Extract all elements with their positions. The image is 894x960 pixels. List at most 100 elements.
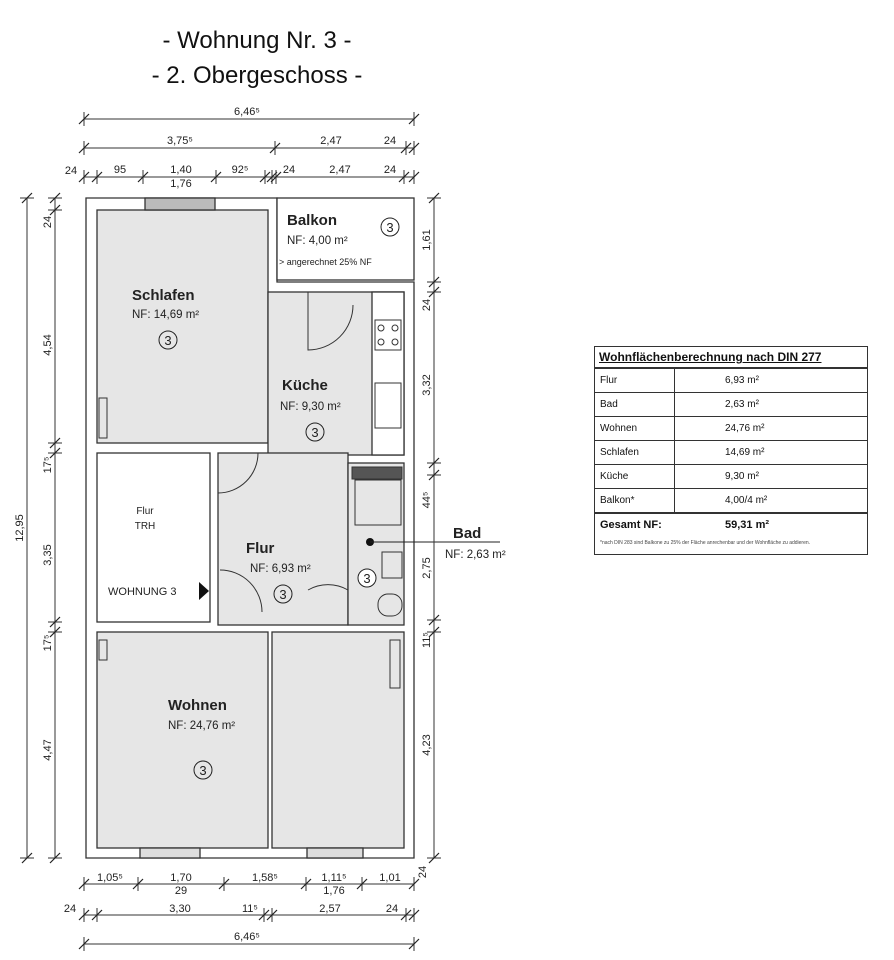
dimension-label: 95 (114, 164, 126, 176)
floor-subtitle: - 2. Obergeschoss - (152, 62, 363, 89)
svg-text:3: 3 (386, 220, 393, 235)
dimension-tick (259, 171, 271, 183)
dimension-tick (398, 171, 410, 183)
dimension-label: 1,61 (421, 229, 433, 250)
area-cell: 2,63 m² (725, 399, 759, 410)
dimension-label: 17⁵ (42, 635, 54, 652)
dimension-label: 6,46⁵ (234, 931, 260, 943)
room-note: > angerechnet 25% NF (279, 257, 372, 267)
dimension-tick (356, 878, 368, 890)
dimension-label: 2,47 (329, 164, 350, 176)
dimension-tick (49, 616, 61, 628)
dimension-tick (137, 171, 149, 183)
dimension-tick (49, 437, 61, 449)
unit-badge: 3 (357, 568, 377, 588)
dimension-tick (428, 192, 440, 204)
svg-text:3: 3 (363, 571, 370, 586)
window (139, 847, 201, 859)
dimension-label: 1,76 (323, 885, 344, 897)
dimension-label: 3,32 (421, 374, 433, 395)
dimension-tick (49, 192, 61, 204)
dimension-label: 24 (65, 165, 77, 177)
dimension-tick (400, 142, 412, 154)
dimension-tick (49, 447, 61, 459)
dimension-label: 24 (64, 903, 76, 915)
dimension-label: 24 (386, 903, 398, 915)
area-cell: 14,69 m² (725, 447, 765, 458)
dimension-label: 24 (417, 866, 429, 878)
dimension-label: 4,23 (421, 734, 433, 755)
dimension-label: 44⁵ (421, 492, 433, 509)
dimension-tick (428, 852, 440, 864)
dimension-tick (78, 909, 90, 921)
dimension-tick (408, 142, 420, 154)
dimension-tick (266, 909, 278, 921)
unit-badge: 3 (380, 217, 400, 237)
room-flur-trh (96, 452, 211, 623)
dimension-label: 92⁵ (232, 164, 249, 176)
svg-text:3: 3 (311, 425, 318, 440)
dimension-tick (428, 469, 440, 481)
room-cell: Wohnen (595, 417, 675, 440)
room-cell: Küche (595, 465, 675, 488)
dimension-label: 1,70 (170, 872, 191, 884)
dimension-label: 12,95 (14, 514, 26, 542)
dimension-tick (78, 171, 90, 183)
dimension-tick (428, 614, 440, 626)
dimension-tick (408, 878, 420, 890)
room-name: Balkon (287, 212, 337, 229)
room-area: NF: 9,30 m² (280, 401, 341, 413)
dimension-tick (300, 878, 312, 890)
entry-label: WOHNUNG 3 (108, 586, 176, 598)
walls (85, 197, 415, 859)
room-name: Küche (282, 377, 328, 394)
room-area: NF: 24,76 m² (168, 720, 235, 732)
fixtures (98, 292, 403, 689)
table-total-row: Gesamt NF: 59,31 m² (595, 513, 867, 536)
room-wohnen (96, 631, 269, 849)
room-cell: Balkon* (595, 489, 675, 512)
dimension-tick (210, 171, 222, 183)
dimension-label: 1,40 (170, 164, 191, 176)
dimension-label: 1,11⁵ (321, 872, 346, 884)
kitchen-counter (371, 291, 405, 456)
area-cell: 6,93 m² (725, 375, 759, 386)
dimension-tick (428, 276, 440, 288)
dimension-tick (408, 909, 420, 921)
dimension-label: 3,75⁵ (167, 135, 193, 147)
area-cell: 4,00/4 m² (725, 495, 768, 506)
dimension-tick (428, 286, 440, 298)
dimension-tick (270, 171, 282, 183)
dimension-label: 1,01 (379, 872, 400, 884)
dimension-tick (266, 171, 278, 183)
dimension-tick (49, 852, 61, 864)
dimension-label: 2,57 (319, 903, 340, 915)
window (144, 197, 216, 211)
room-sub: TRH (135, 521, 156, 532)
plan-title: - Wohnung Nr. 3 - (163, 27, 352, 54)
dimension-tick (78, 938, 90, 950)
dimension-label: 11⁵ (242, 903, 258, 915)
area-cell: 9,30 m² (725, 471, 759, 482)
table-row: Balkon* 4,00/4 m² (595, 489, 867, 513)
dimension-label: 4,47 (42, 739, 54, 760)
room-flur (217, 452, 349, 626)
dimension-label: 6,46⁵ (234, 106, 260, 118)
room-wohnen-2 (271, 631, 405, 849)
table-footnote: *nach DIN 283 sind Balkone zu 25% der Fl… (600, 540, 811, 546)
room-name: Flur (136, 506, 154, 517)
dimension-tick (78, 142, 90, 154)
dimension-label: 4,54 (42, 334, 54, 355)
dimension-label: 3,35 (42, 544, 54, 565)
table-row: Küche 9,30 m² (595, 465, 867, 489)
room-name: Schlafen (132, 287, 195, 304)
dimension-tick (269, 142, 281, 154)
room-area: NF: 2,63 m² (445, 549, 506, 561)
dimension-tick (428, 457, 440, 469)
